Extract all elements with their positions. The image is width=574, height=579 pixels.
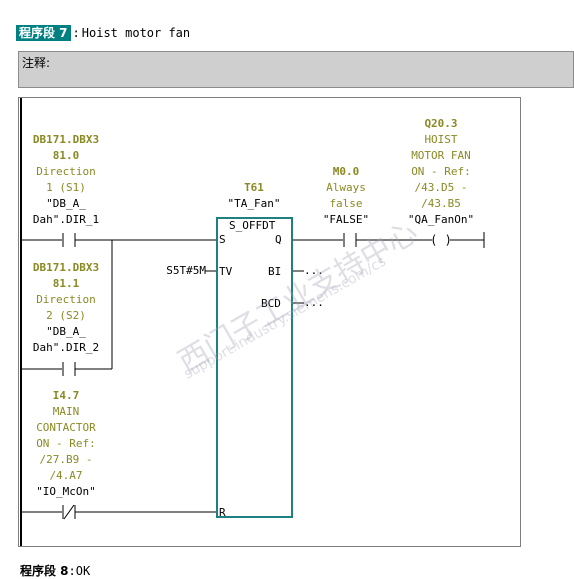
contact-false-comment-1: Always bbox=[326, 181, 366, 194]
coil-address: Q20.3 bbox=[424, 117, 458, 130]
coil-symbol: "QA_FanOn" bbox=[407, 213, 475, 226]
contact-dir1-no-contact-icon[interactable] bbox=[61, 232, 77, 248]
contact-dir1-symbol-1: "DB_A_ bbox=[46, 197, 86, 210]
coil-comment-5: /43.B5 bbox=[421, 197, 461, 210]
timer-tv-value[interactable]: S5T#5M bbox=[166, 264, 206, 277]
timer-bcd-output[interactable]: ... bbox=[304, 296, 324, 309]
contact-main-comment-5: /4.A7 bbox=[49, 469, 83, 482]
left-power-rail bbox=[20, 98, 22, 546]
contact-false-address: M0.0 bbox=[332, 165, 360, 178]
contact-main-comment-4: /27.B9 - bbox=[39, 453, 93, 466]
timer-pin-q: Q bbox=[275, 233, 282, 246]
timer-block-s-offdt[interactable]: S_OFFDT S Q TV BI BCD R bbox=[216, 217, 293, 519]
next-network-title[interactable]: OK bbox=[75, 563, 91, 578]
network-label[interactable]: 程序段 7 bbox=[16, 25, 71, 41]
contact-dir1-symbol-2: Dah".DIR_1 bbox=[32, 213, 100, 226]
network-separator: : bbox=[72, 26, 80, 40]
contact-false-no-contact-icon[interactable] bbox=[342, 232, 358, 248]
timer-pin-bcd: BCD bbox=[261, 297, 281, 310]
contact-false-comment-2: false bbox=[329, 197, 363, 210]
contact-dir2-symbol-2: Dah".DIR_2 bbox=[32, 341, 100, 354]
timer-pin-bi: BI bbox=[268, 265, 282, 278]
coil-comment-2: MOTOR FAN bbox=[411, 149, 471, 162]
next-network-label[interactable]: 程序段 8 bbox=[20, 564, 69, 578]
contact-main-comment-3: ON - Ref: bbox=[36, 437, 96, 450]
network-title[interactable]: Hoist motor fan bbox=[81, 26, 191, 40]
timer-pin-tv: TV bbox=[219, 265, 233, 278]
contact-main-comment-2: CONTACTOR bbox=[36, 421, 96, 434]
coil-icon[interactable]: ( ) bbox=[430, 233, 452, 247]
contact-main-address: I4.7 bbox=[52, 389, 80, 402]
next-network-header: 程序段 8 : OK bbox=[20, 562, 90, 579]
contact-dir2-comment-2: 2 (S2) bbox=[46, 309, 86, 322]
timer-pin-r: R bbox=[219, 506, 226, 519]
contact-false-symbol: "FALSE" bbox=[322, 213, 370, 226]
comment-label: 注释: bbox=[22, 56, 51, 70]
coil-comment-3: ON - Ref: bbox=[411, 165, 471, 178]
timer-type: S_OFFDT bbox=[229, 219, 276, 232]
contact-dir1-comment-1: Direction bbox=[36, 165, 96, 178]
timer-bi-output[interactable]: ... bbox=[304, 264, 324, 277]
next-network-separator: : bbox=[68, 563, 76, 578]
coil-comment-1: HOIST bbox=[424, 133, 458, 146]
contact-main-nc-contact-icon[interactable] bbox=[61, 504, 77, 520]
network-header: 程序段 7 : Hoist motor fan bbox=[16, 24, 190, 42]
contact-dir2-address: DB171.DBX3 81.1 bbox=[32, 261, 100, 290]
timer-symbol: "TA_Fan" bbox=[227, 197, 281, 210]
contact-dir1-comment-2: 1 (S1) bbox=[46, 181, 86, 194]
network-comment-box[interactable]: 注释: bbox=[18, 51, 574, 88]
timer-pin-s: S bbox=[219, 233, 226, 246]
coil-comment-4: /43.D5 - bbox=[414, 181, 468, 194]
contact-dir2-symbol-1: "DB_A_ bbox=[46, 325, 86, 338]
contact-dir2-comment-1: Direction bbox=[36, 293, 96, 306]
timer-address: T61 bbox=[244, 181, 264, 194]
contact-main-symbol: "IO_McOn" bbox=[36, 485, 96, 498]
contact-dir1-address: DB171.DBX3 81.0 bbox=[32, 133, 100, 162]
contact-main-comment-1: MAIN bbox=[52, 405, 80, 418]
contact-dir2-no-contact-icon[interactable] bbox=[61, 361, 77, 377]
